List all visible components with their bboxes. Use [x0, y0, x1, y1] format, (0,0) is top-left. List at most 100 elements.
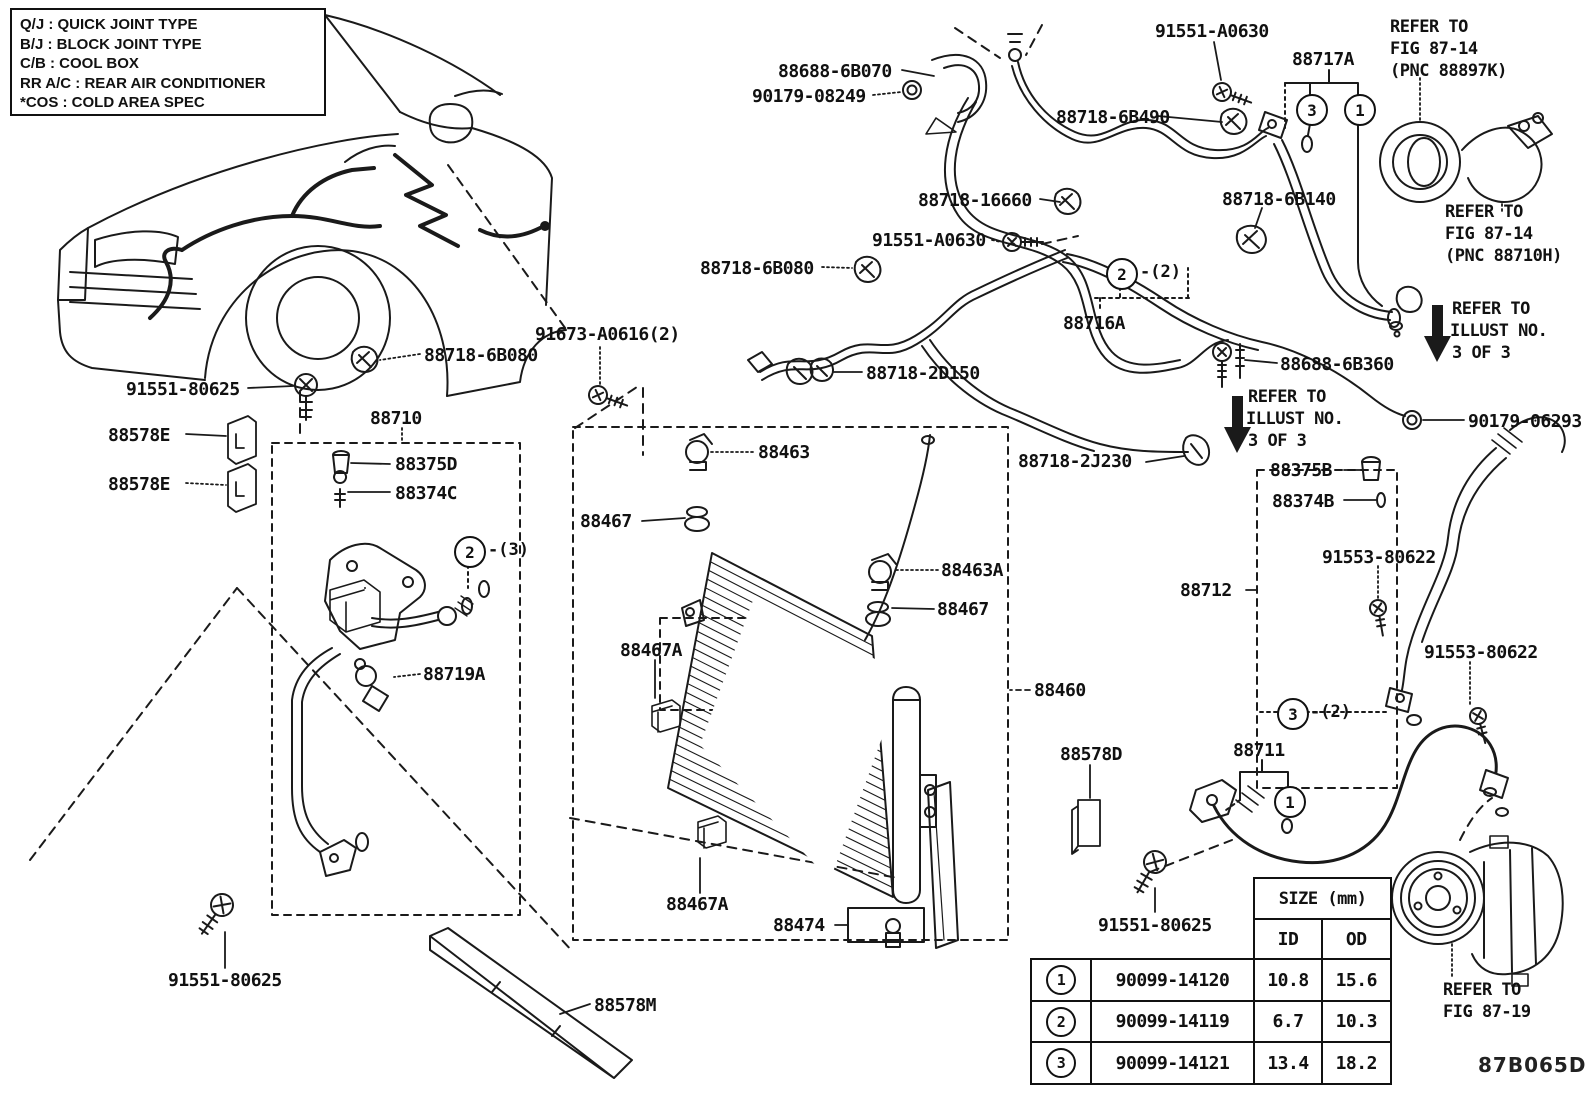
fastener-glyphs	[198, 80, 1488, 1079]
refer-illust-right-line3: 3 OF 3	[1452, 343, 1511, 363]
part-label-91551-80625-mid: 91551-80625	[1098, 915, 1212, 936]
part-label-88717A: 88717A	[1292, 49, 1355, 70]
refer-illust-right-line2: ILLUST NO.	[1450, 321, 1548, 341]
callout-1-bottom: 1	[1274, 786, 1306, 818]
callout-1-table: 1	[1046, 965, 1076, 995]
dashed-assembly-boxes	[271, 426, 1398, 941]
part-label-88578E-1: 88578E	[108, 425, 171, 446]
refer-illust-right-line1: REFER TO	[1452, 299, 1530, 319]
size-table-row2-part: 90099-14119	[1089, 999, 1256, 1044]
part-label-88718-16660: 88718-16660	[918, 190, 1032, 211]
refer-fig8714h-line3: (PNC 88710H)	[1445, 246, 1562, 266]
size-table-row3-od: 18.2	[1320, 1041, 1392, 1085]
part-label-88374B: 88374B	[1272, 491, 1335, 512]
part-label-91551-A0630-mid: 91551-A0630	[872, 230, 986, 251]
part-label-88711: 88711	[1233, 740, 1285, 761]
size-table-header: SIZE (mm)	[1253, 877, 1392, 920]
part-label-88374C: 88374C	[395, 483, 458, 504]
part-label-88467A-bottom: 88467A	[666, 894, 729, 915]
refer-fig8719-line1: REFER TO	[1443, 980, 1521, 1000]
part-label-88719A: 88719A	[423, 664, 486, 685]
part-label-88463: 88463	[758, 442, 810, 463]
part-label-88718-2D150: 88718-2D150	[866, 363, 980, 384]
bottom-hose-88711-illustration	[1189, 724, 1509, 865]
legend-box: Q/J : QUICK JOINT TYPE B/J : BLOCK JOINT…	[10, 8, 326, 116]
part-label-88718-6B490: 88718-6B490	[1056, 107, 1170, 128]
part-label-88467A-left: 88467A	[620, 640, 683, 661]
top-hose-illustration	[925, 33, 1401, 374]
part-label-88463A: 88463A	[941, 560, 1004, 581]
right-hose-88712-illustration	[1385, 416, 1566, 726]
part-label-88578M: 88578M	[594, 995, 657, 1016]
vehicle-illustration	[57, 14, 567, 589]
callout-1-top: 1	[1344, 94, 1376, 126]
part-label-88578E-2: 88578E	[108, 474, 171, 495]
refer-fig8714h-line1: REFER TO	[1445, 202, 1523, 222]
drawing-code: 87B065D	[1478, 1053, 1587, 1077]
part-label-88375B: 88375B	[1270, 460, 1333, 481]
legend-row-rrac: RR A/C : REAR AIR CONDITIONER	[20, 74, 266, 92]
refer-fig8714k-line3: (PNC 88897K)	[1390, 61, 1507, 81]
compressor-illustration	[1391, 787, 1564, 987]
size-table-row2-id: 6.7	[1253, 999, 1323, 1044]
part-label-88718-6B140: 88718-6B140	[1222, 189, 1336, 210]
size-table-row3-no: 3	[1030, 1041, 1092, 1085]
refer-illust-left-line1: REFER TO	[1248, 387, 1326, 407]
callout-2-table: 2	[1046, 1006, 1076, 1037]
part-label-88578D: 88578D	[1060, 744, 1123, 765]
part-label-88712: 88712	[1180, 580, 1232, 601]
legend-row-cb: C/B : COOL BOX	[20, 55, 139, 72]
refer-arrows	[1224, 305, 1451, 453]
part-label-88688-6B360: 88688-6B360	[1280, 354, 1394, 375]
size-table-row2-od: 10.3	[1320, 999, 1392, 1044]
part-label-88467-right: 88467	[937, 599, 989, 620]
part-label-88710: 88710	[370, 408, 422, 429]
size-table-row2-no: 2	[1030, 999, 1092, 1044]
part-label-88716A: 88716A	[1063, 313, 1126, 334]
part-label-88474: 88474	[773, 915, 825, 936]
refer-fig8714k-line1: REFER TO	[1390, 17, 1468, 37]
part-label-91551-80625-bottom: 91551-80625	[168, 970, 282, 991]
leader-lines	[185, 41, 1503, 1015]
callout-2-left-qty: -(3)	[488, 540, 529, 560]
legend-row-bj: B/J : BLOCK JOINT TYPE	[20, 35, 202, 53]
refer-illust-left-line3: 3 OF 3	[1248, 431, 1307, 451]
part-label-88718-6B080-left: 88718-6B080	[424, 345, 538, 366]
size-table-row1-od: 15.6	[1320, 958, 1392, 1002]
dashed-construction-lines	[29, 24, 1493, 953]
callout-2-top: 2	[1106, 258, 1138, 290]
refer-fig8719-line2: FIG 87-19	[1443, 1002, 1531, 1022]
refer-fig8714k-line2: FIG 87-14	[1390, 39, 1478, 59]
callout-3-bottom: 3	[1277, 698, 1309, 730]
part-label-88718-6B080-mid: 88718-6B080	[700, 258, 814, 279]
callout-2-top-qty: -(2)	[1140, 262, 1181, 282]
part-label-88460: 88460	[1034, 680, 1086, 701]
part-label-91553-80622-1: 91553-80622	[1322, 547, 1436, 568]
callout-3-table: 3	[1046, 1048, 1076, 1078]
part-label-88375D: 88375D	[395, 454, 458, 475]
legend-row-qj: Q/J : QUICK JOINT TYPE	[20, 16, 198, 33]
part-label-90179-06293: 90179-06293	[1468, 411, 1582, 432]
part-label-91553-80622-2: 91553-80622	[1424, 642, 1538, 663]
condenser-illustration	[651, 433, 959, 949]
size-table-row1-id: 10.8	[1253, 958, 1323, 1002]
size-table-row1-part: 90099-14120	[1089, 958, 1256, 1002]
pulley-illustration	[1379, 112, 1553, 203]
callout-3-bottom-qty: -(2)	[1310, 702, 1351, 722]
callout-3-top: 3	[1296, 94, 1328, 126]
size-table-id-header: ID	[1253, 917, 1323, 961]
part-label-88467-left: 88467	[580, 511, 632, 532]
cooler-pipe-assembly-illustration	[291, 542, 490, 877]
part-label-91551-A0630-top: 91551-A0630	[1155, 21, 1269, 42]
size-table-row3-part: 90099-14121	[1089, 1041, 1256, 1085]
part-label-91551-80625-top: 91551-80625	[126, 379, 240, 400]
callout-leaders	[467, 69, 1389, 834]
part-label-91673-A0616: 91673-A0616(2)	[535, 324, 680, 345]
size-table-row3-id: 13.4	[1253, 1041, 1323, 1085]
part-label-88688-6B070: 88688-6B070	[778, 61, 892, 82]
part-label-88718-2J230: 88718-2J230	[1018, 451, 1132, 472]
legend-row-cos: *COS : COLD AREA SPEC	[20, 94, 205, 111]
size-table-od-header: OD	[1320, 917, 1392, 961]
